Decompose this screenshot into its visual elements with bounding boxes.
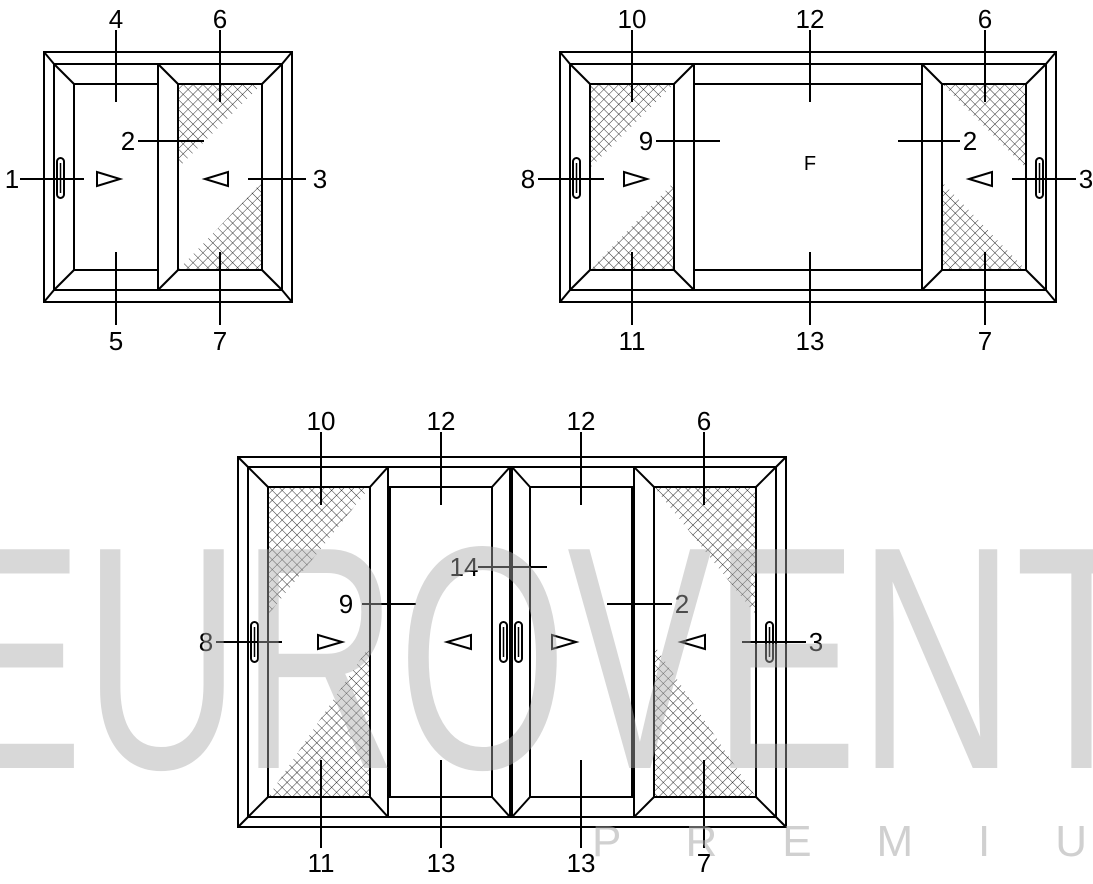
- label-7: 7: [213, 326, 227, 356]
- arrow-right-icon: [96, 170, 124, 188]
- label-4: 4: [109, 4, 123, 34]
- label-12: 12: [567, 406, 596, 436]
- label-6: 6: [213, 4, 227, 34]
- outer-frame: [43, 51, 293, 303]
- label-1: 1: [5, 164, 19, 194]
- diagram-a: [20, 30, 306, 325]
- fixed-pane: [693, 63, 923, 291]
- mesh-top: [590, 84, 674, 168]
- arrow-left-icon: [201, 170, 229, 188]
- mesh-bottom: [268, 645, 370, 797]
- arrow-left-icon: [443, 633, 472, 651]
- label-11: 11: [619, 326, 646, 356]
- arrow-right-icon: [317, 633, 346, 651]
- label-12: 12: [427, 406, 456, 436]
- label-12: 12: [796, 4, 825, 34]
- mesh-top: [654, 487, 756, 615]
- sash-left: [53, 63, 159, 291]
- label-6: 6: [978, 4, 992, 34]
- diagram-b: [538, 30, 1076, 325]
- label-9: 9: [639, 126, 653, 156]
- label-8: 8: [521, 164, 535, 194]
- label-7: 7: [978, 326, 992, 356]
- label-7: 7: [697, 848, 711, 878]
- fixed-pane-label: F: [804, 153, 816, 175]
- label-11: 11: [308, 848, 335, 878]
- mesh-top: [942, 84, 1026, 168]
- label-2: 2: [675, 589, 689, 619]
- arrow-right-icon: [551, 633, 580, 651]
- diagram-c: [216, 432, 806, 848]
- arrow-right-icon: [623, 170, 651, 188]
- label-8: 8: [199, 627, 213, 657]
- arrow-left-icon: [677, 633, 706, 651]
- outer-frame: [559, 51, 1057, 303]
- mesh-top: [178, 84, 262, 168]
- label-10: 10: [618, 4, 647, 34]
- label-6: 6: [697, 406, 711, 436]
- label-9: 9: [339, 589, 353, 619]
- label-2: 2: [963, 126, 977, 156]
- label-3: 3: [809, 627, 823, 657]
- label-10: 10: [307, 406, 336, 436]
- mesh-bottom: [654, 645, 756, 797]
- handle-icon: [499, 621, 508, 663]
- label-13: 13: [567, 848, 596, 878]
- label-14: 14: [450, 552, 479, 582]
- arrow-left-icon: [965, 170, 993, 188]
- mesh-bottom: [178, 182, 262, 270]
- handle-icon: [514, 621, 523, 663]
- label-3: 3: [313, 164, 327, 194]
- mesh-bottom: [590, 182, 674, 270]
- label-13: 13: [427, 848, 456, 878]
- mesh-bottom: [942, 182, 1026, 270]
- mesh-top: [268, 487, 370, 615]
- label-3: 3: [1079, 164, 1093, 194]
- label-2: 2: [121, 126, 135, 156]
- label-5: 5: [109, 326, 123, 356]
- label-13: 13: [796, 326, 825, 356]
